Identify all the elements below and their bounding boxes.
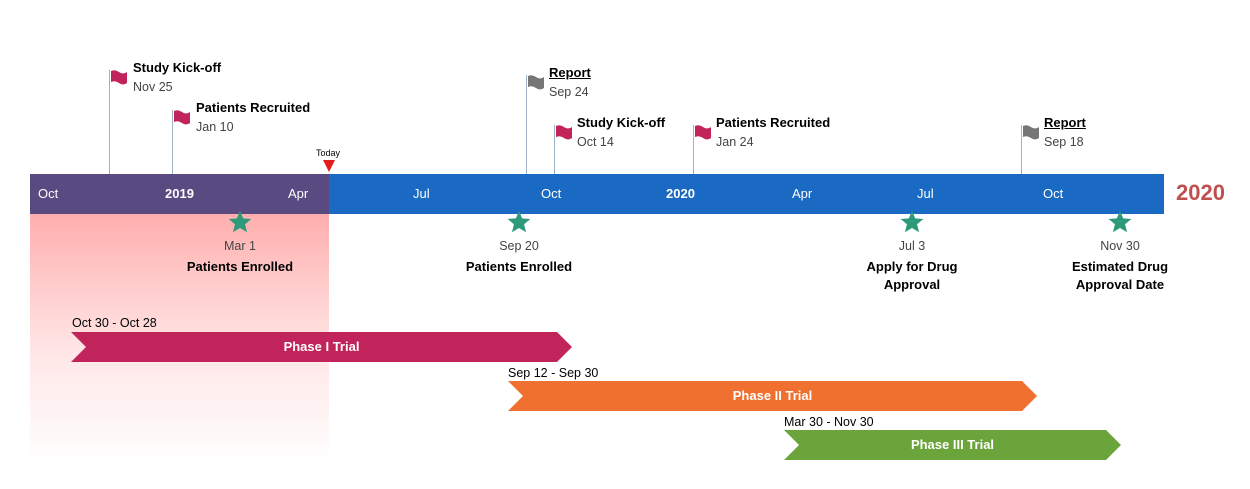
star-icon	[228, 210, 252, 233]
timeline-bar-past	[30, 174, 329, 214]
milestone-title: Patients Recruited	[716, 115, 831, 130]
timeline-tick: Jul	[917, 186, 934, 201]
milestone-title: Patients Enrolled	[465, 259, 573, 274]
phase-label: Phase III Trial	[910, 437, 995, 452]
timeline-tick: 2019	[165, 186, 194, 201]
milestone-date: Jan 24	[716, 135, 754, 149]
milestone-date: Oct 14	[577, 135, 614, 149]
phase-label: Phase II Trial	[732, 388, 813, 403]
milestone-date: Sep 20	[499, 239, 539, 253]
milestone-stem	[526, 75, 527, 174]
milestone-title: Report	[549, 65, 591, 80]
phase-bar[interactable]: Phase III Trial	[784, 430, 1121, 460]
timeline-bar-future	[329, 174, 1164, 214]
milestone-title: Patients Enrolled	[186, 259, 294, 274]
milestone-date: Jan 10	[196, 120, 234, 134]
milestone-stem	[693, 125, 694, 174]
today-marker-icon	[323, 160, 335, 172]
timeline-tick: Apr	[792, 186, 813, 201]
milestone-date: Sep 24	[549, 85, 589, 99]
phase-date-range: Oct 30 - Oct 28	[72, 316, 157, 330]
gray-flag-icon	[528, 75, 544, 90]
phase-date-range: Mar 30 - Nov 30	[784, 415, 874, 429]
gray-flag-icon	[1023, 125, 1039, 140]
red-flag-icon	[174, 110, 190, 125]
year-label: 2020	[1176, 180, 1225, 205]
star-icon	[1108, 210, 1132, 233]
red-flag-icon	[556, 125, 572, 140]
milestone-stem	[109, 70, 110, 174]
timeline-tick: Apr	[288, 186, 309, 201]
phase-date-range: Sep 12 - Sep 30	[508, 366, 599, 380]
milestone-date: Sep 18	[1044, 135, 1084, 149]
phase-bar[interactable]: Phase I Trial	[71, 332, 572, 362]
milestone-title: Study Kick-off	[577, 115, 666, 130]
star-icon	[507, 210, 531, 233]
timeline-tick: Oct	[541, 186, 562, 201]
red-flag-icon	[111, 70, 127, 85]
timeline-tick: Oct	[38, 186, 59, 201]
timeline-tick: 2020	[666, 186, 695, 201]
milestone-title: Study Kick-off	[133, 60, 222, 75]
milestone-stem	[172, 110, 173, 174]
milestone-stem	[554, 125, 555, 174]
milestone-title: Report	[1044, 115, 1086, 130]
milestone-date: Jul 3	[898, 239, 926, 253]
milestone-title: Patients Recruited	[196, 100, 311, 115]
red-flag-icon	[695, 125, 711, 140]
star-icon	[900, 210, 924, 233]
timeline-tick: Jul	[413, 186, 430, 201]
milestone-stem	[1021, 125, 1022, 174]
milestone-date: Nov 25	[133, 80, 173, 94]
phase-label: Phase I Trial	[283, 339, 360, 354]
today-label: Today	[316, 148, 341, 158]
phase-bar[interactable]: Phase II Trial	[508, 381, 1037, 411]
milestone-date: Nov 30	[1100, 239, 1140, 253]
milestone-title: Estimated Drug Approval Date	[1071, 259, 1169, 292]
milestone-date: Mar 1	[224, 239, 256, 253]
timeline-tick: Oct	[1043, 186, 1064, 201]
milestone-title: Apply for Drug Approval	[866, 259, 958, 292]
